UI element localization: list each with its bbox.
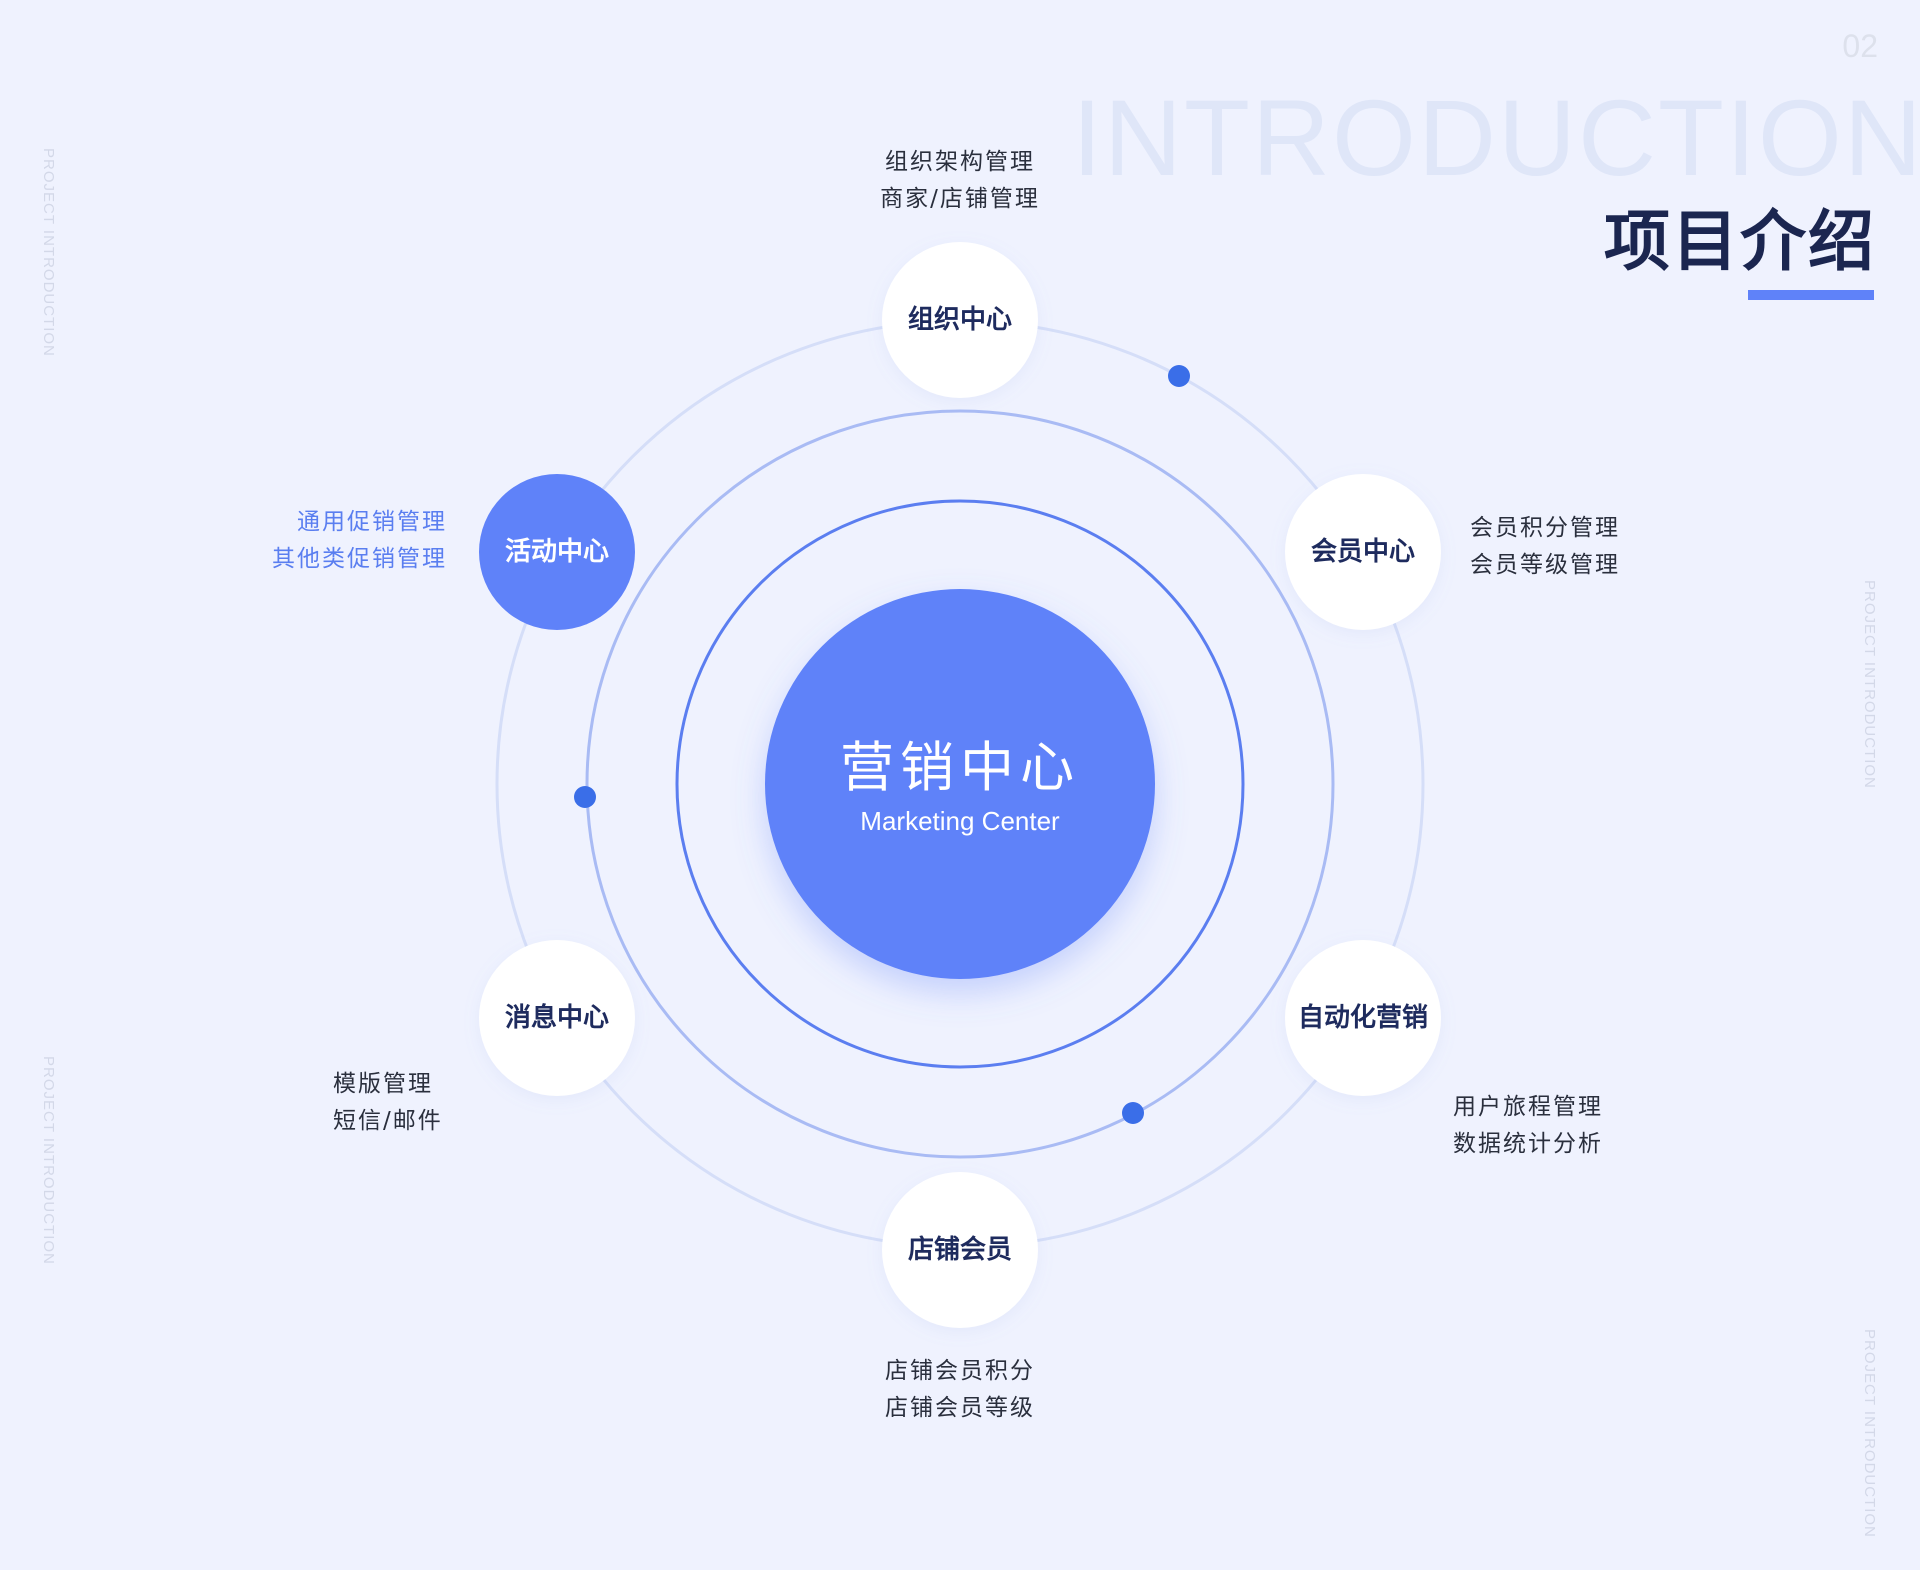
- page-title: 项目介绍: [1604, 203, 1876, 280]
- node-circle-automation: [1285, 940, 1441, 1096]
- desc-org: 组织架构管理 商家/店铺管理: [880, 144, 1040, 218]
- node-circle-message: [479, 940, 635, 1096]
- desc-item: 模版管理: [333, 1071, 433, 1097]
- desc-item: 数据统计分析: [1453, 1131, 1603, 1157]
- node-store-member: 店铺会员: [907, 1235, 1012, 1265]
- center-title: 营销中心: [840, 736, 1080, 799]
- node-automation: 自动化营销: [1297, 1003, 1428, 1033]
- desc-item: 店铺会员积分: [885, 1358, 1035, 1384]
- watermark-introduction: INTRODUCTION: [1072, 77, 1920, 198]
- side-text-left-top: PROJECT INTRODUCTION: [40, 148, 57, 357]
- desc-activity: 通用促销管理 其他类促销管理: [272, 504, 447, 578]
- center-disc: [765, 589, 1155, 979]
- node-circle-member: [1285, 474, 1441, 630]
- side-text-left-bottom: PROJECT INTRODUCTION: [40, 1056, 57, 1265]
- middle-ring: [585, 409, 1335, 1159]
- desc-member: 会员积分管理 会员等级管理: [1470, 510, 1620, 584]
- node-circle-org: [882, 242, 1038, 398]
- desc-item: 组织架构管理: [885, 149, 1035, 175]
- desc-item: 会员等级管理: [1470, 552, 1620, 578]
- orbit-dot: [574, 786, 596, 808]
- node-member: 会员中心: [1310, 537, 1415, 567]
- node-org: 组织中心: [907, 305, 1012, 335]
- desc-item: 短信/邮件: [333, 1108, 443, 1134]
- page-number: 02: [1842, 28, 1878, 64]
- desc-automation: 用户旅程管理 数据统计分析: [1453, 1089, 1603, 1163]
- title-underline: [1748, 290, 1874, 300]
- desc-item: 用户旅程管理: [1453, 1094, 1603, 1120]
- orbit-dot: [1168, 365, 1190, 387]
- node-circle-activity: [479, 474, 635, 630]
- side-text-right-bottom: PROJECT INTRODUCTION: [1861, 1329, 1878, 1538]
- center-subtitle: Marketing Center: [860, 806, 1060, 836]
- node-activity: 活动中心: [504, 537, 609, 567]
- inner-ring: [675, 499, 1245, 1069]
- desc-message: 模版管理 短信/邮件: [333, 1066, 443, 1140]
- desc-store-member: 店铺会员积分 店铺会员等级: [885, 1353, 1035, 1427]
- orbit-dot: [1122, 1102, 1144, 1124]
- node-message: 消息中心: [504, 1003, 609, 1033]
- desc-item: 其他类促销管理: [272, 546, 447, 572]
- desc-item: 店铺会员等级: [885, 1395, 1035, 1421]
- desc-item: 会员积分管理: [1470, 515, 1620, 541]
- desc-item: 商家/店铺管理: [880, 186, 1040, 212]
- node-circle-store-member: [882, 1172, 1038, 1328]
- desc-item: 通用促销管理: [297, 509, 447, 535]
- side-text-right-top: PROJECT INTRODUCTION: [1861, 580, 1878, 789]
